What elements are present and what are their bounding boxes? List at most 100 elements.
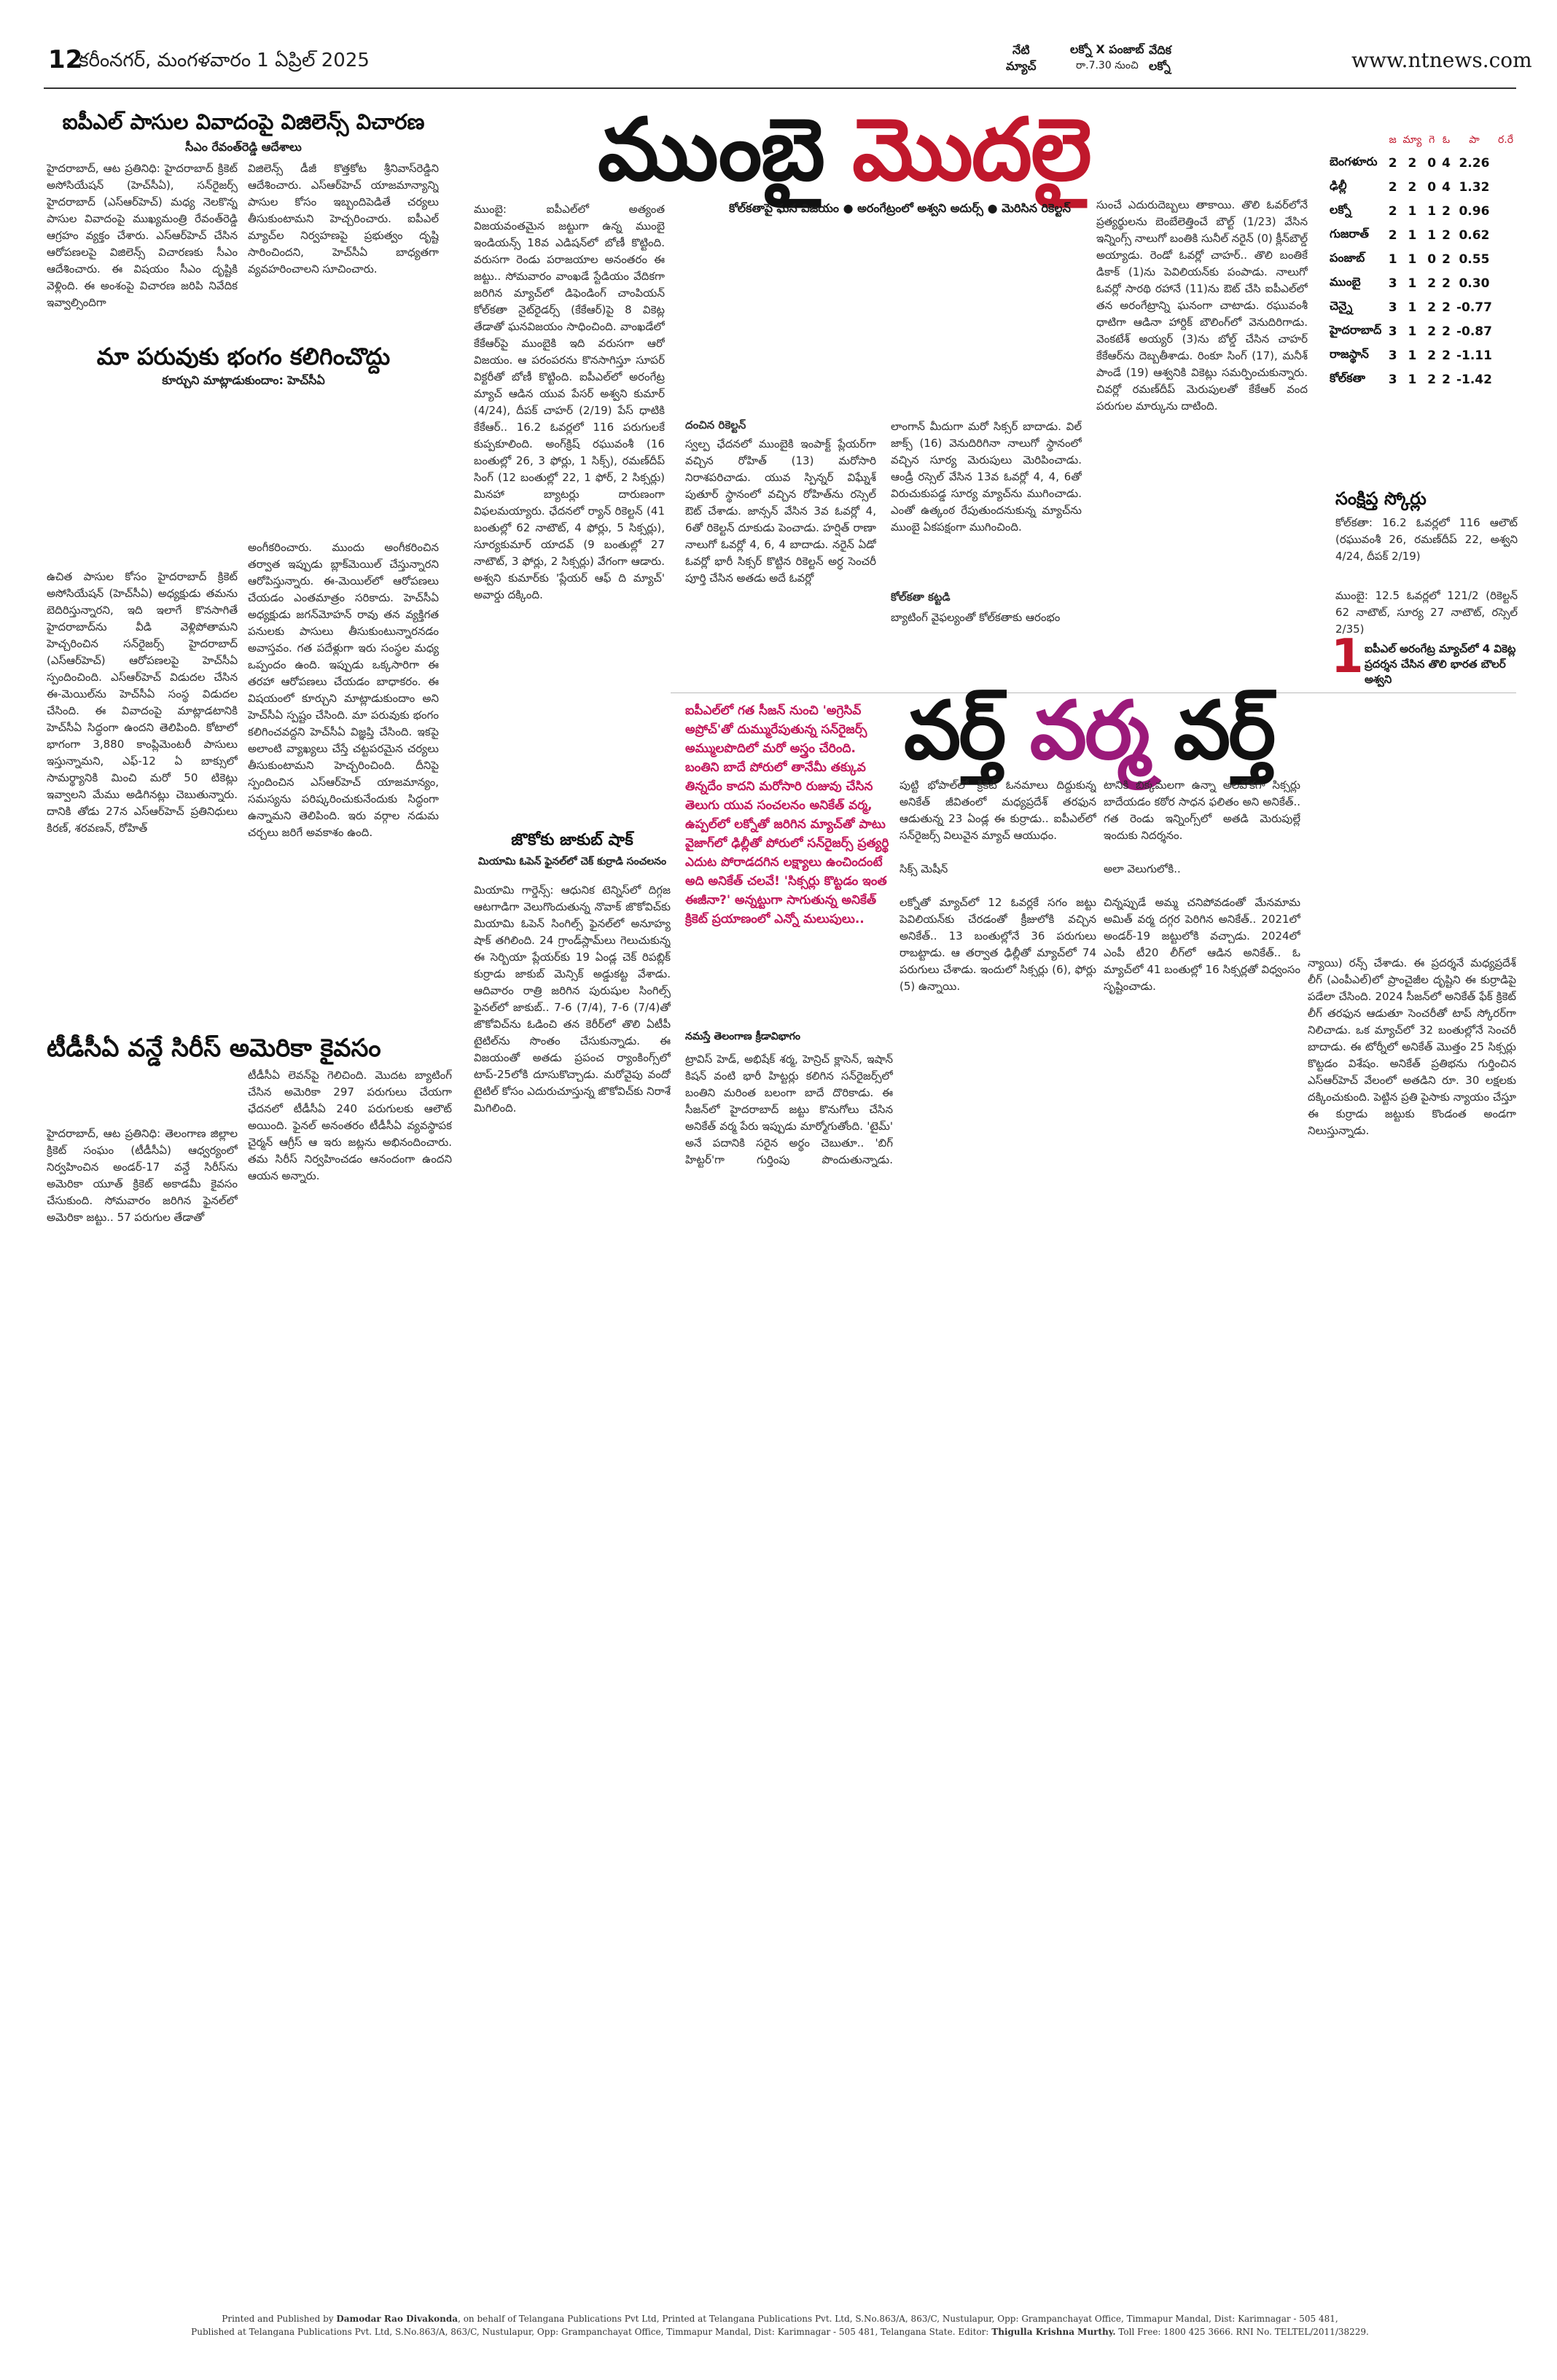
points-table-header: ఓ bbox=[1442, 134, 1451, 146]
scores-mi: ముంబై: 12.5 ఓవర్లలో 121/2 (రికెల్టన్ 62 … bbox=[1335, 589, 1518, 636]
divider-mid bbox=[671, 692, 1516, 693]
points-table-cell: 1 bbox=[1408, 324, 1417, 339]
mumbai-col1: ముంబై: ఐపీఎల్‌లో అత్యంత విజయవంతమైన జట్టు… bbox=[474, 203, 665, 601]
points-table-cell: 2 bbox=[1442, 227, 1451, 243]
points-table-team: చెన్నై bbox=[1330, 299, 1353, 313]
mumbai-col3-head: కోల్‌కతా కట్టడి bbox=[891, 590, 951, 604]
points-table-cell: 1 bbox=[1427, 203, 1437, 219]
points-table-cell: 1 bbox=[1408, 276, 1417, 291]
points-table-cell: -0.77 bbox=[1456, 300, 1492, 315]
mumbai-col3: లాంగాన్ మీదుగా మరో సిక్సర్ బాదాడు. విల్ … bbox=[891, 420, 1082, 534]
mumbai-col3-tail: బ్యాటింగ్ వైఫల్యంతో కోల్‌కతాకు ఆరంభం bbox=[891, 611, 1061, 624]
hca-col2: అంగీకరించారు. ముందు అంగీకరించిన తర్వాత ఇ… bbox=[248, 541, 439, 839]
footer-editor: Thigulla Krishna Murthy. bbox=[991, 2327, 1116, 2337]
vigilance-col2: విజిలెన్స్ డీజీ కొత్తకోట శ్రీనివాస్‌రెడ్… bbox=[248, 162, 439, 276]
points-table-team: లక్నో bbox=[1330, 203, 1351, 216]
match-time: రా.7.30 నుంచి bbox=[1076, 60, 1139, 71]
points-table-team: రాజస్థాన్ bbox=[1330, 347, 1369, 361]
hca-subhead: కూర్చుని మాట్లాడుకుందాం: హెచ్‌సీఏ bbox=[162, 373, 325, 387]
points-table-cell: 2 bbox=[1427, 348, 1437, 363]
points-table-cell: 1 bbox=[1408, 203, 1417, 219]
points-table-cell: 2 bbox=[1388, 227, 1397, 243]
points-table-cell: 2 bbox=[1408, 155, 1417, 171]
footer-publisher: Damodar Rao Divakonda bbox=[336, 2314, 458, 2324]
points-table-cell: 2 bbox=[1442, 276, 1451, 291]
hca-col1: ఉచిత పాసుల కోసం హైదరాబాద్ క్రికెట్ అసోసి… bbox=[47, 570, 238, 835]
fact-number: 1 bbox=[1331, 630, 1364, 684]
varma-headline-b: వర్మ bbox=[1029, 684, 1150, 777]
footer-imprint: Printed and Published by Damodar Rao Div… bbox=[73, 2312, 1487, 2338]
varma-headline-c: వర్త్ bbox=[1173, 684, 1276, 777]
points-table-team: హైదరాబాద్ bbox=[1330, 323, 1382, 337]
points-table-cell: 0.96 bbox=[1459, 203, 1490, 219]
dateline: కరీంనగర్, మంగళవారం 1 ఏప్రిల్ 2025 bbox=[79, 50, 370, 71]
points-table-cell: 1 bbox=[1408, 300, 1417, 315]
vigilance-col1: హైదరాబాద్, ఆట ప్రతినిధి: హైదరాబాద్ క్రిక… bbox=[47, 162, 238, 309]
points-table-cell: 2 bbox=[1442, 324, 1451, 339]
points-table-cell: 0 bbox=[1427, 251, 1437, 267]
today-match: లక్నో X పంజాబ్ bbox=[1070, 42, 1144, 56]
points-table-team: గుజరాత్ bbox=[1330, 227, 1370, 241]
points-table-cell: 2 bbox=[1388, 155, 1397, 171]
points-table-cell: 2 bbox=[1388, 203, 1397, 219]
mumbai-strap: కోల్‌కతాపై ఘన విజయం ● అరంగేట్రంలో అశ్వని… bbox=[729, 201, 1071, 215]
points-table-team: ముంబై bbox=[1330, 275, 1361, 289]
points-table-cell: -0.87 bbox=[1456, 324, 1492, 339]
points-table-cell: 1 bbox=[1408, 372, 1417, 387]
points-table-cell: 2 bbox=[1408, 179, 1417, 195]
points-table-cell: -1.42 bbox=[1456, 372, 1492, 387]
points-table-cell: 3 bbox=[1388, 324, 1397, 339]
website-link[interactable]: www.ntnews.com bbox=[1351, 48, 1532, 72]
points-table-cell: 3 bbox=[1388, 300, 1397, 315]
varma-col2: పుట్టి భోపాల్‌లో క్రికెట్ ఓనమాలు దిద్దుక… bbox=[900, 779, 1096, 993]
tdca-col2: టీడీసీఏ లెవన్‌పై గెలిచింది. మొదట బ్యాటిం… bbox=[248, 1069, 452, 1182]
header-rule bbox=[44, 87, 1516, 89]
points-table-cell: 0 bbox=[1427, 155, 1437, 171]
points-table-cell: 2 bbox=[1442, 348, 1451, 363]
points-table-cell: 1 bbox=[1408, 227, 1417, 243]
points-table-cell: 2 bbox=[1427, 372, 1437, 387]
points-table-header: గె bbox=[1429, 134, 1435, 146]
points-table-header: ర.రే bbox=[1497, 134, 1513, 146]
points-table-cell: 1 bbox=[1408, 348, 1417, 363]
points-table-cell: 1.32 bbox=[1459, 179, 1490, 195]
points-table-cell: 3 bbox=[1388, 276, 1397, 291]
varma-headline: వర్త్ వర్మ వర్త్ bbox=[904, 684, 1276, 777]
points-table-header: పా bbox=[1469, 134, 1480, 146]
points-table-cell: 2 bbox=[1442, 300, 1451, 315]
points-table-cell: 2 bbox=[1388, 179, 1397, 195]
points-table-cell: 2 bbox=[1442, 251, 1451, 267]
vigilance-headline: ఐపీఎల్ పాసుల వివాదంపై విజిలెన్స్ విచారణ bbox=[62, 109, 425, 134]
jokovic-subhead: మియామి ఓపెన్ ఫైనల్‌లో చెక్ కుర్రాడి సంచల… bbox=[477, 856, 667, 867]
jokovic-headline: జొకోకు జాకుబ్ షాక్ bbox=[511, 831, 633, 849]
varma-col4: న్యాయి) రన్స్ చేశాడు. ఈ ప్రదర్శనే మధ్యప్… bbox=[1308, 956, 1516, 1137]
points-table-cell: 2 bbox=[1442, 372, 1451, 387]
today-match-label: నేటి మ్యాచ్ bbox=[1006, 43, 1037, 73]
tdca-col1: హైదరాబాద్, ఆట ప్రతినిధి: తెలంగాణ జిల్లాల… bbox=[47, 1127, 238, 1224]
footer-line-2a: Published at Telangana Publications Pvt.… bbox=[191, 2327, 989, 2337]
mumbai-headline-part2: మొదలై bbox=[852, 99, 1092, 200]
varma-pullquote: ఐపీఎల్‌లో గత సీజన్ నుంచి 'అగ్రెసివ్ అప్ర… bbox=[685, 703, 889, 926]
varma-col3: టానికి బిక్కమలగా ఉన్నా అలవోకగా సిక్సర్లు… bbox=[1104, 779, 1300, 993]
points-table-cell: 2 bbox=[1427, 276, 1437, 291]
points-table-cell: 0 bbox=[1427, 179, 1437, 195]
page-number: 12 bbox=[48, 45, 83, 74]
match-venue: వేదిక లక్నో bbox=[1149, 43, 1172, 73]
tdca-headline: టీడీసీఏ వన్డే సిరీస్ అమెరికా కైవసం bbox=[47, 1034, 381, 1063]
points-table-cell: 1 bbox=[1388, 251, 1397, 267]
fact-text: ఐపీఎల్ అరంగేట్ర మ్యాచ్‌లో 4 వికెట్ల ప్రద… bbox=[1365, 642, 1516, 686]
footer-line-1c: , on behalf of Telangana Publications Pv… bbox=[458, 2314, 1338, 2324]
points-table-cell: 1 bbox=[1408, 251, 1417, 267]
vigilance-subhead: సీఎం రేవంత్‌రెడ్డి ఆదేశాలు bbox=[185, 140, 302, 154]
mumbai-col2: స్వల్ప ఛేదనలో ముంబైకి ఇంపాక్ట్ ప్లేయర్‌గ… bbox=[685, 437, 876, 585]
points-table-cell: 1 bbox=[1427, 227, 1437, 243]
points-table-cell: 2 bbox=[1427, 324, 1437, 339]
mumbai-headline-part1: ముంబై bbox=[598, 99, 825, 200]
